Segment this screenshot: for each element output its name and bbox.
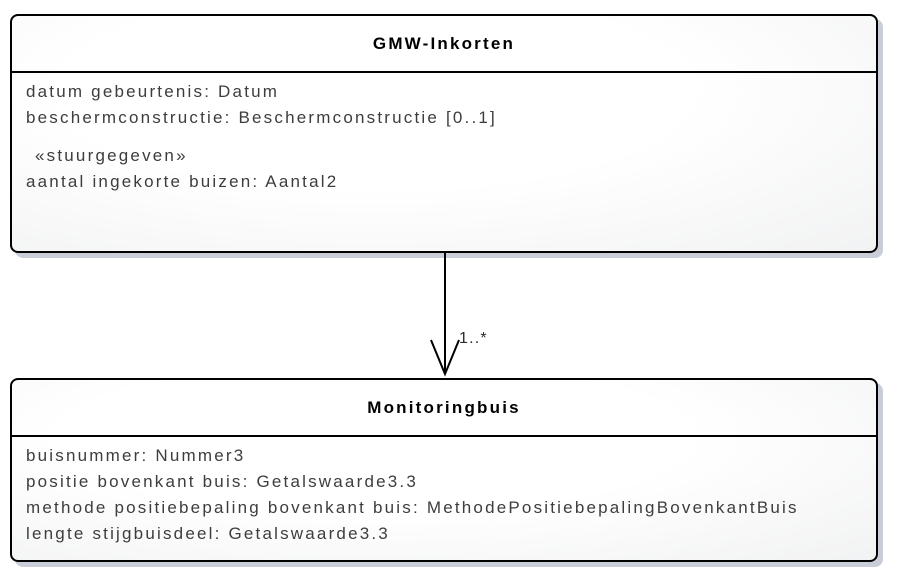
attribute-line: methode positiebepaling bovenkant buis: …	[26, 498, 799, 517]
attributes-compartment: buisnummer: Nummer3 positie bovenkant bu…	[12, 437, 876, 547]
attributes-compartment: datum gebeurtenis: Datum beschermconstru…	[12, 73, 876, 195]
attribute-line: datum gebeurtenis: Datum	[26, 82, 280, 101]
attribute-line: positie bovenkant buis: Getalswaarde3.3	[26, 472, 418, 491]
attribute-line: buisnummer: Nummer3	[26, 446, 246, 465]
class-box-monitoringbuis: Monitoringbuis buisnummer: Nummer3 posit…	[10, 378, 878, 562]
class-box-gmw-inkorten: GMW-Inkorten datum gebeurtenis: Datum be…	[10, 14, 878, 253]
stereotype-label: «stuurgegeven»	[35, 146, 188, 165]
attribute-line: lengte stijgbuisdeel: Getalswaarde3.3	[26, 524, 390, 543]
class-title: GMW-Inkorten	[372, 33, 516, 53]
open-arrowhead-icon	[430, 339, 460, 377]
association-connector	[430, 253, 460, 377]
attribute-line: aantal ingekorte buizen: Aantal2	[26, 172, 339, 191]
attribute-line: beschermconstructie: Beschermconstructie…	[26, 108, 497, 127]
class-title: Monitoringbuis	[367, 397, 521, 417]
class-header: Monitoringbuis	[12, 380, 876, 437]
target-multiplicity-label: 1..*	[459, 330, 488, 347]
class-header: GMW-Inkorten	[12, 16, 876, 73]
